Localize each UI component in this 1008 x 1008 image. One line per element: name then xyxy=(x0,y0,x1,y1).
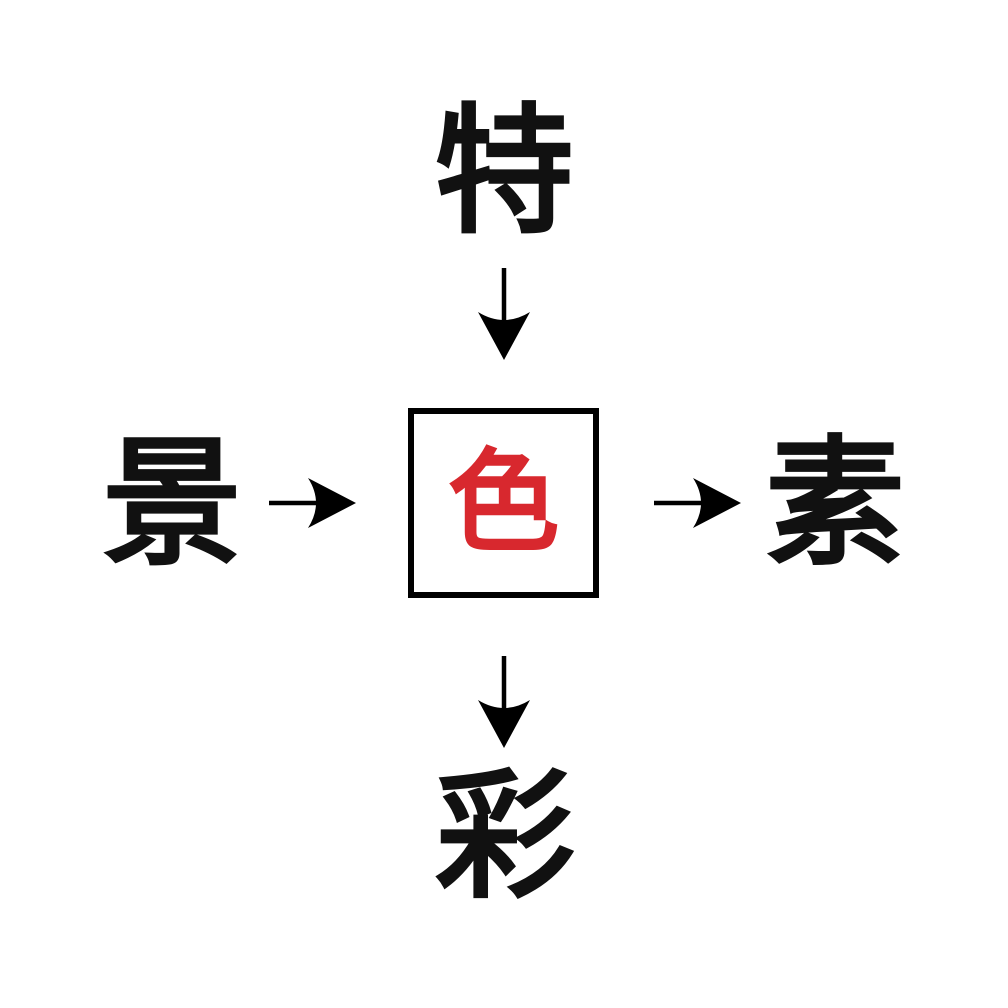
edge-center-to-right-arrow xyxy=(654,478,741,528)
node-center-kanji: 色 xyxy=(447,438,560,568)
node-center-box: 色 xyxy=(408,408,599,598)
node-bottom-kanji: 彩 xyxy=(434,756,575,919)
node-left-kanji: 景 xyxy=(101,423,242,586)
node-right-kanji: 素 xyxy=(764,423,905,586)
edge-top-to-center-arrow xyxy=(478,268,530,360)
node-top-kanji: 特 xyxy=(433,91,574,254)
edge-left-to-center-arrow xyxy=(269,478,356,528)
edge-center-to-bottom-arrow xyxy=(478,656,530,748)
